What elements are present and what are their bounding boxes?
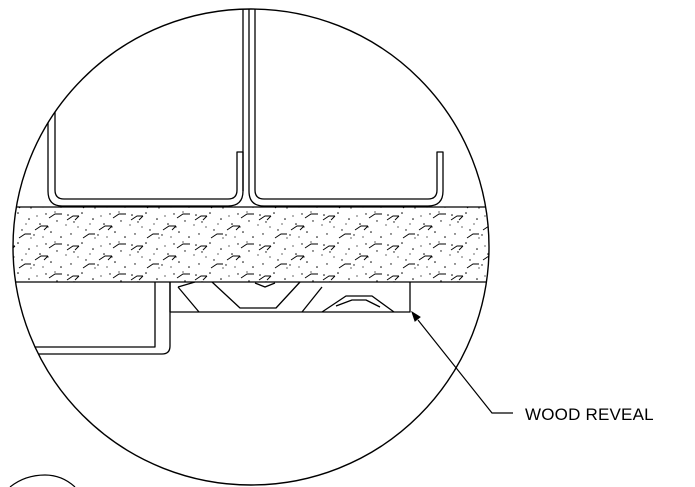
- detail-circle: [12, 8, 490, 486]
- wood-reveal: [169, 281, 411, 313]
- right-metal-stud: [248, 9, 444, 207]
- leader-line: [417, 319, 513, 414]
- board-layer: [13, 206, 489, 283]
- detail-tag-bubble: [9, 474, 76, 487]
- left-metal-stud: [47, 100, 244, 207]
- leader-arrowhead: [411, 310, 421, 322]
- wood-reveal-label: WOOD REVEAL: [525, 405, 654, 424]
- center-stud-web: [242, 9, 250, 191]
- lower-frame: [13, 282, 171, 355]
